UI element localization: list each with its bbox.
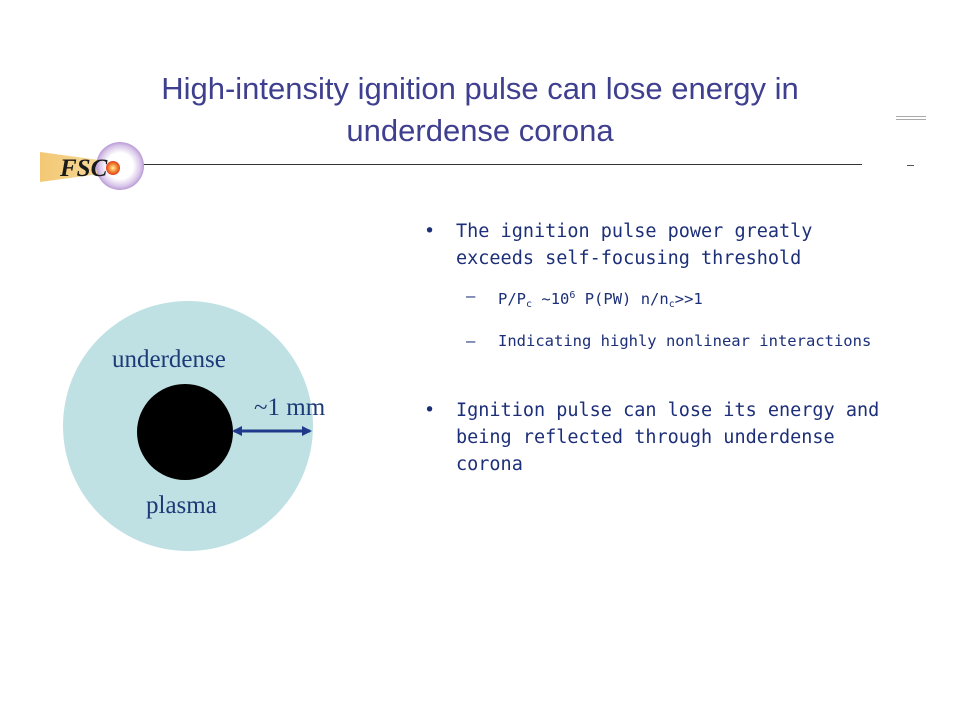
formula-part: P/P xyxy=(498,290,526,308)
slide-title: High-intensity ignition pulse can lose e… xyxy=(60,68,900,152)
formula-sub: c xyxy=(526,299,533,310)
distance-label: ~1 mm xyxy=(254,394,326,421)
formula-part: P(PW) n/n xyxy=(575,290,669,308)
bullet-1-text: The ignition pulse power greatly exceeds… xyxy=(456,221,813,269)
logo-ring xyxy=(96,142,144,190)
logo-wedge xyxy=(40,152,114,182)
formula-part: ~10 xyxy=(532,290,570,308)
bullet-dot-icon: • xyxy=(424,221,436,242)
corner-tick xyxy=(907,165,914,166)
dash-icon: – xyxy=(466,287,476,305)
formula: P/Pc ~106 P(PW) n/nc>>1 xyxy=(498,290,703,310)
formula-sup: 6 xyxy=(569,290,576,301)
plasma-label: plasma xyxy=(146,492,217,519)
fsc-logo xyxy=(40,142,144,190)
bullet-list: • The ignition pulse power greatly excee… xyxy=(420,218,890,478)
formula-sub: c xyxy=(668,299,675,310)
underdense-label: underdense xyxy=(112,346,226,373)
logo-burst xyxy=(106,161,120,175)
dash-icon: – xyxy=(466,332,476,350)
sub-bullet-2: – Indicating highly nonlinear interactio… xyxy=(420,329,890,353)
bullet-2: • Ignition pulse can lose its energy and… xyxy=(420,397,890,478)
formula-part: >>1 xyxy=(674,290,703,308)
sub-bullet-2-text: Indicating highly nonlinear interactions xyxy=(498,332,872,350)
slide-title-line-1: High-intensity ignition pulse can lose e… xyxy=(161,71,799,106)
bullet-dot-icon: • xyxy=(424,400,436,421)
logo-text: FSC xyxy=(60,155,108,182)
sub-bullet-1: – P/Pc ~106 P(PW) n/nc>>1 xyxy=(420,284,890,317)
slide-title-line-2: underdense corona xyxy=(346,113,614,148)
bullet-1: • The ignition pulse power greatly excee… xyxy=(420,218,890,272)
plasma-diagram xyxy=(63,301,313,551)
corner-decoration xyxy=(896,116,926,124)
header-rule xyxy=(118,164,862,165)
dense-core-circle xyxy=(137,384,233,480)
bullet-2-text: Ignition pulse can lose its energy and b… xyxy=(456,400,880,475)
